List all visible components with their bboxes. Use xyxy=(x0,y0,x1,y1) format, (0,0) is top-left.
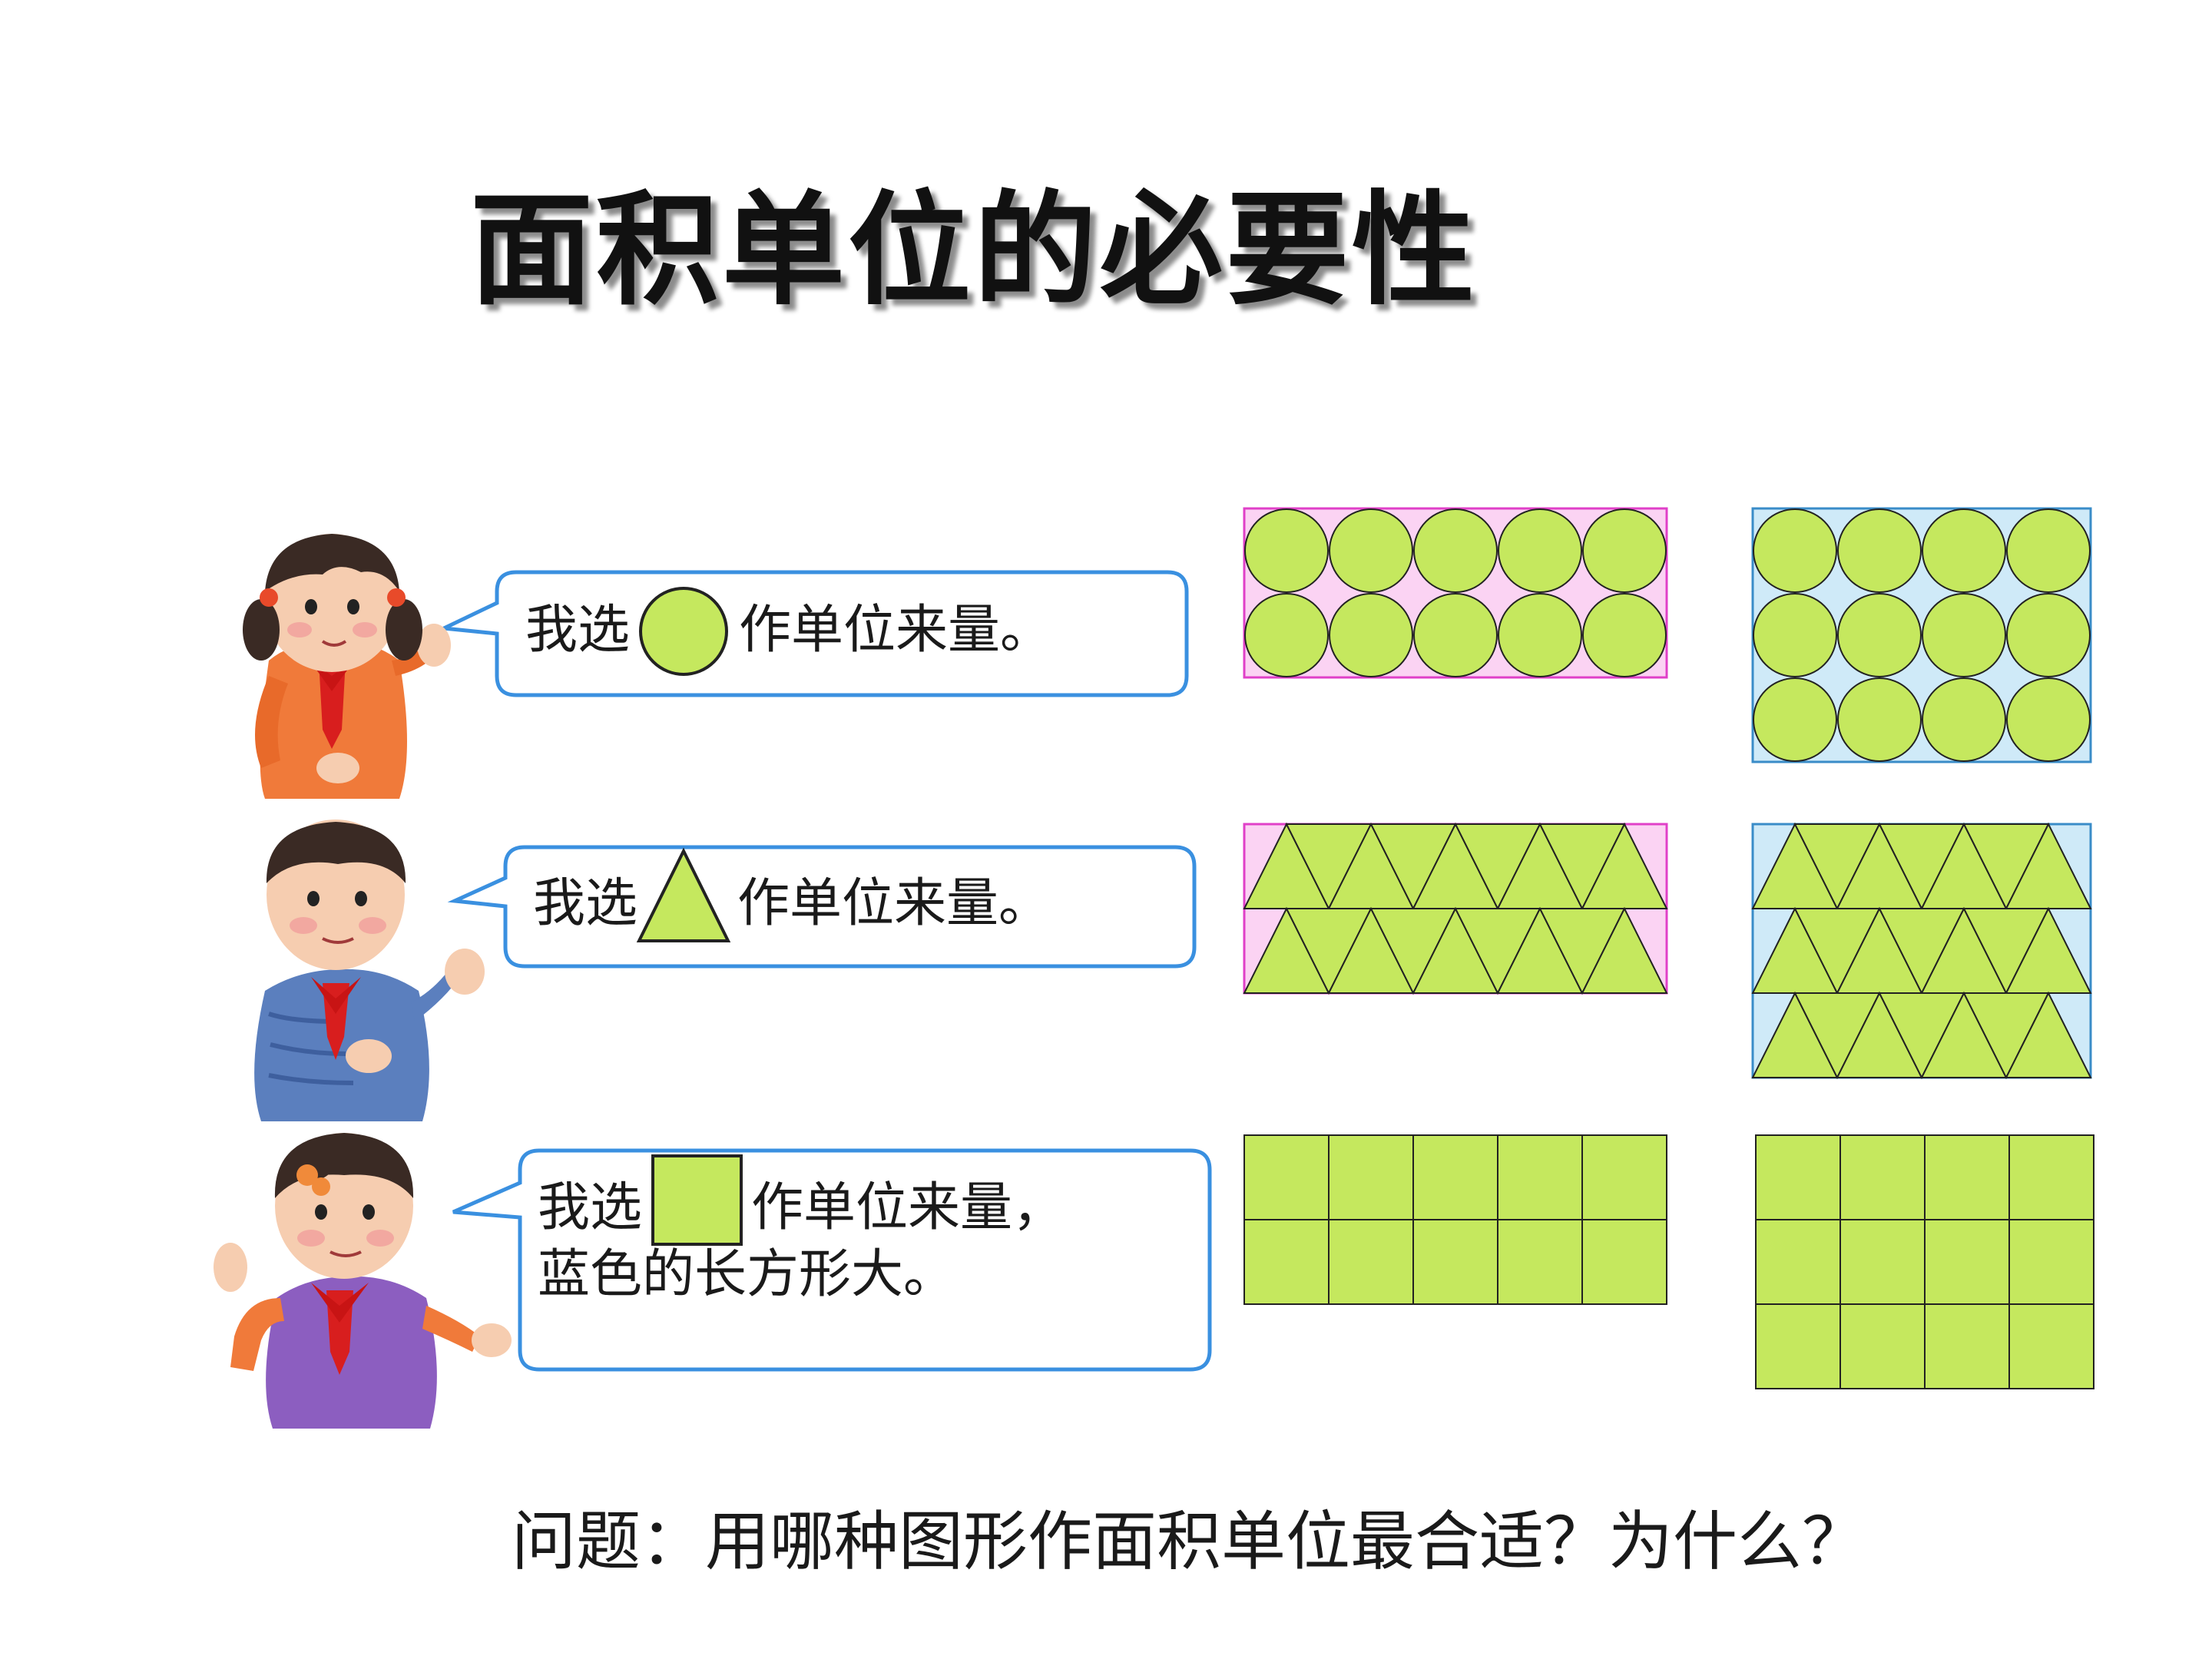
tiling-circle xyxy=(1753,593,1837,677)
tiling-circle xyxy=(1329,593,1413,677)
tiling-circle xyxy=(1582,508,1667,593)
tiling-circle xyxy=(1753,677,1837,762)
tiling-square xyxy=(1328,1219,1414,1305)
tiling-circle xyxy=(1753,508,1837,593)
tiling-circle xyxy=(1837,677,1922,762)
bubble-3-text-line2: 蓝色的长方形大。 xyxy=(538,1244,956,1305)
page-title: 面积单位的必要性 xyxy=(470,178,1479,322)
tiling-circle xyxy=(1922,508,2006,593)
tiling-square xyxy=(1328,1134,1414,1220)
tiling-circle xyxy=(2006,593,2091,677)
tiling-square xyxy=(1581,1219,1667,1305)
tiling-circle xyxy=(2006,677,2091,762)
bubble-1-text-after: 作单位来量。 xyxy=(739,600,1053,661)
tiling-circle xyxy=(1837,508,1922,593)
tiling-square xyxy=(1839,1303,1926,1389)
tiling-circle xyxy=(1837,593,1922,677)
tiling-square xyxy=(2008,1303,2094,1389)
tiling-square xyxy=(1924,1303,2010,1389)
tiling-circle xyxy=(1582,593,1667,677)
girl-purple-shirt-icon xyxy=(214,1133,512,1429)
speech-bubble-3 xyxy=(452,1148,1212,1372)
tiling-square xyxy=(1243,1134,1330,1220)
tiling-square xyxy=(1755,1219,1841,1305)
bubble-3-text-after: 作单位来量， xyxy=(751,1177,1065,1238)
tiling-circle xyxy=(1413,593,1498,677)
tiling-square xyxy=(1755,1303,1841,1389)
tiling-square xyxy=(1755,1134,1841,1220)
girl-pigtails-orange-icon xyxy=(243,534,451,799)
tiling-square xyxy=(2008,1134,2094,1220)
tiling-circle xyxy=(1329,508,1413,593)
tiling-circle xyxy=(1413,508,1498,593)
bubble-2-text-before: 我选 xyxy=(533,873,638,934)
tiling-square xyxy=(1497,1219,1583,1305)
tiling-square xyxy=(1581,1134,1667,1220)
tiling-circle xyxy=(1498,508,1582,593)
tiling-square xyxy=(2008,1219,2094,1305)
tiling-triangle-up xyxy=(2005,991,2092,1078)
tiling-circle xyxy=(1922,593,2006,677)
question-text: 问题：用哪种图形作面积单位最合适？为什么？ xyxy=(512,1504,1867,1579)
tiling-circle xyxy=(1244,508,1329,593)
unit-square-icon xyxy=(651,1154,743,1246)
tiling-square xyxy=(1412,1219,1498,1305)
bubble-1-text-before: 我选 xyxy=(525,600,631,661)
speech-bubble-1 xyxy=(436,570,1189,697)
tiling-circle xyxy=(1244,593,1329,677)
tiling-circle xyxy=(2006,508,2091,593)
bubble-3-text-before: 我选 xyxy=(538,1177,643,1238)
tiling-triangle-up xyxy=(1581,906,1668,994)
tiling-circle xyxy=(1498,593,1582,677)
tiling-square xyxy=(1243,1219,1330,1305)
tiling-circle xyxy=(1922,677,2006,762)
boy-blue-sweater-icon xyxy=(254,820,485,1121)
unit-triangle-icon xyxy=(636,847,731,942)
tiling-square xyxy=(1412,1134,1498,1220)
tiling-square xyxy=(1924,1219,2010,1305)
tiling-square xyxy=(1839,1219,1926,1305)
tiling-square xyxy=(1497,1134,1583,1220)
bubble-2-text-after: 作单位来量。 xyxy=(737,873,1051,934)
unit-circle-icon xyxy=(639,587,728,676)
tiling-square xyxy=(1839,1134,1926,1220)
tiling-square xyxy=(1924,1134,2010,1220)
